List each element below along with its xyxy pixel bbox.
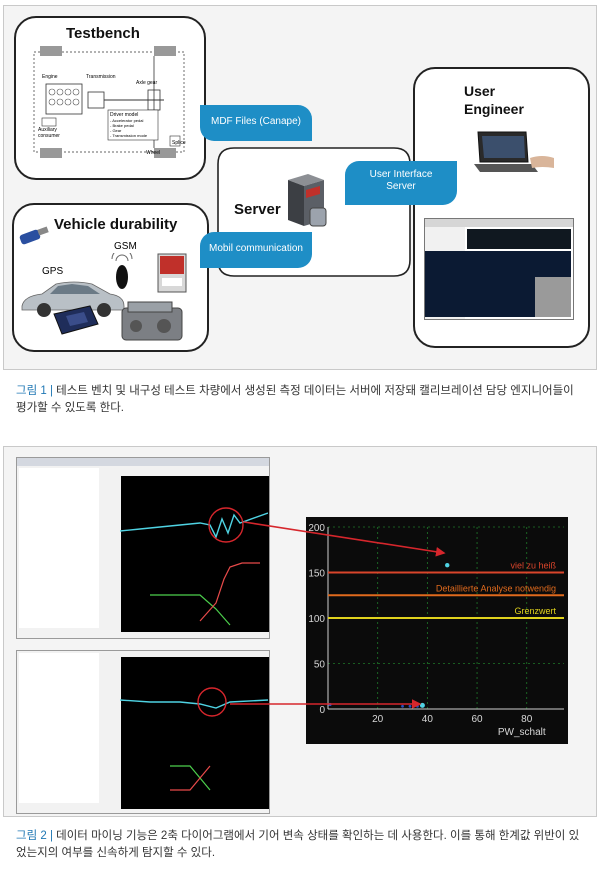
driver-line: - Transmission mode — [110, 133, 148, 138]
flag-mdf-files: MDF Files (Canape) — [200, 105, 312, 141]
x-tick-label: 80 — [521, 714, 533, 725]
figure2-caption: 그림 2 | 데이터 마이닝 기능은 2축 다이어그램에서 기어 변속 상태를 … — [16, 828, 586, 862]
trace-lines-bottom — [120, 687, 268, 791]
ui-grid — [467, 229, 571, 249]
y-tick-label: 200 — [308, 523, 325, 534]
y-tick-label: 50 — [314, 660, 326, 671]
gsm-antenna-icon — [111, 253, 133, 289]
data-point — [445, 563, 450, 568]
figure2-caption-label: 그림 2 | — [16, 830, 53, 842]
label-wheel: Wheel — [146, 150, 161, 156]
figure2-caption-text: 데이터 마이닝 기능은 2축 다이어그램에서 기어 변속 상태를 확인하는 데 … — [16, 830, 580, 859]
vehicle-title: Vehicle durability — [54, 216, 178, 233]
trace-window-bottom — [16, 650, 270, 814]
testbench-title: Testbench — [66, 25, 140, 42]
flag-mobil-label: Mobil communication — [209, 243, 303, 254]
driver-line: - Brake pedal — [110, 123, 134, 128]
x-tick-label: 40 — [422, 714, 434, 725]
y-tick-label: 0 — [319, 705, 325, 716]
flag-mobil: Mobil communication — [200, 232, 312, 268]
gps-label: GPS — [42, 266, 64, 277]
usb-stick-icon — [19, 226, 49, 245]
server-icon — [288, 174, 327, 227]
y-tick-label: 100 — [308, 614, 325, 625]
flag-ui-server-label: User Interface Server — [369, 169, 433, 192]
laptop-icon — [474, 131, 554, 172]
signal-list — [19, 468, 99, 628]
trace-plot-top — [121, 476, 269, 632]
figure1-caption-label: 그림 1 | — [16, 385, 53, 397]
gsm-label: GSM — [114, 241, 137, 252]
driver-lines: - Accelerator pedal - Brake pedal - Gear… — [110, 118, 147, 138]
window-titlebar — [17, 458, 269, 466]
label-splice: Splice — [172, 140, 186, 146]
label-driver-model: Driver model — [110, 112, 139, 118]
data-logger-icon — [157, 253, 187, 293]
flag-ui-server: User Interface Server — [345, 161, 457, 205]
ui-screenshot — [424, 218, 574, 320]
label-auxiliary: Auxiliary consumer — [38, 127, 60, 139]
trace-window-top — [16, 457, 270, 639]
data-point — [401, 704, 404, 708]
threshold-label: Grenzwert — [514, 606, 556, 616]
signal-list-bottom — [19, 653, 99, 803]
y-tick-label: 150 — [308, 569, 325, 580]
trace-lines-top — [120, 507, 268, 626]
server-title: Server — [234, 201, 281, 218]
ecu-module-icon — [53, 305, 99, 335]
data-point — [408, 704, 412, 708]
label-axle-gear: Axle gear — [136, 80, 158, 86]
user-engineer-title: User Engineer — [464, 83, 524, 117]
x-axis-label: PW_schalt — [498, 727, 546, 738]
car-icon — [21, 281, 125, 317]
figure1-caption-text: 테스트 벤치 및 내구성 테스트 차량에서 생성된 측정 데이터는 서버에 저장… — [16, 385, 574, 414]
label-transmission: Transmission — [86, 74, 116, 80]
figure1-caption: 그림 1 | 테스트 벤치 및 내구성 테스트 차량에서 생성된 측정 데이터는… — [16, 383, 586, 417]
testbench-diagram — [33, 46, 185, 158]
connector-arrows — [230, 521, 446, 709]
threshold-label: Detaillierte Analyse notwendig — [436, 583, 556, 593]
x-tick-label: 60 — [471, 714, 483, 725]
flag-mdf-label: MDF Files (Canape) — [210, 116, 302, 127]
driver-line: - Gear — [110, 128, 122, 133]
ui-plot-gray — [535, 277, 571, 317]
label-engine: Engine — [42, 74, 58, 80]
ui-toolbar — [425, 219, 573, 227]
engine-icon — [121, 301, 183, 341]
x-tick-label: 20 — [372, 714, 384, 725]
threshold-label: viel zu heiß — [510, 561, 556, 571]
driver-line: - Accelerator pedal — [110, 118, 144, 123]
